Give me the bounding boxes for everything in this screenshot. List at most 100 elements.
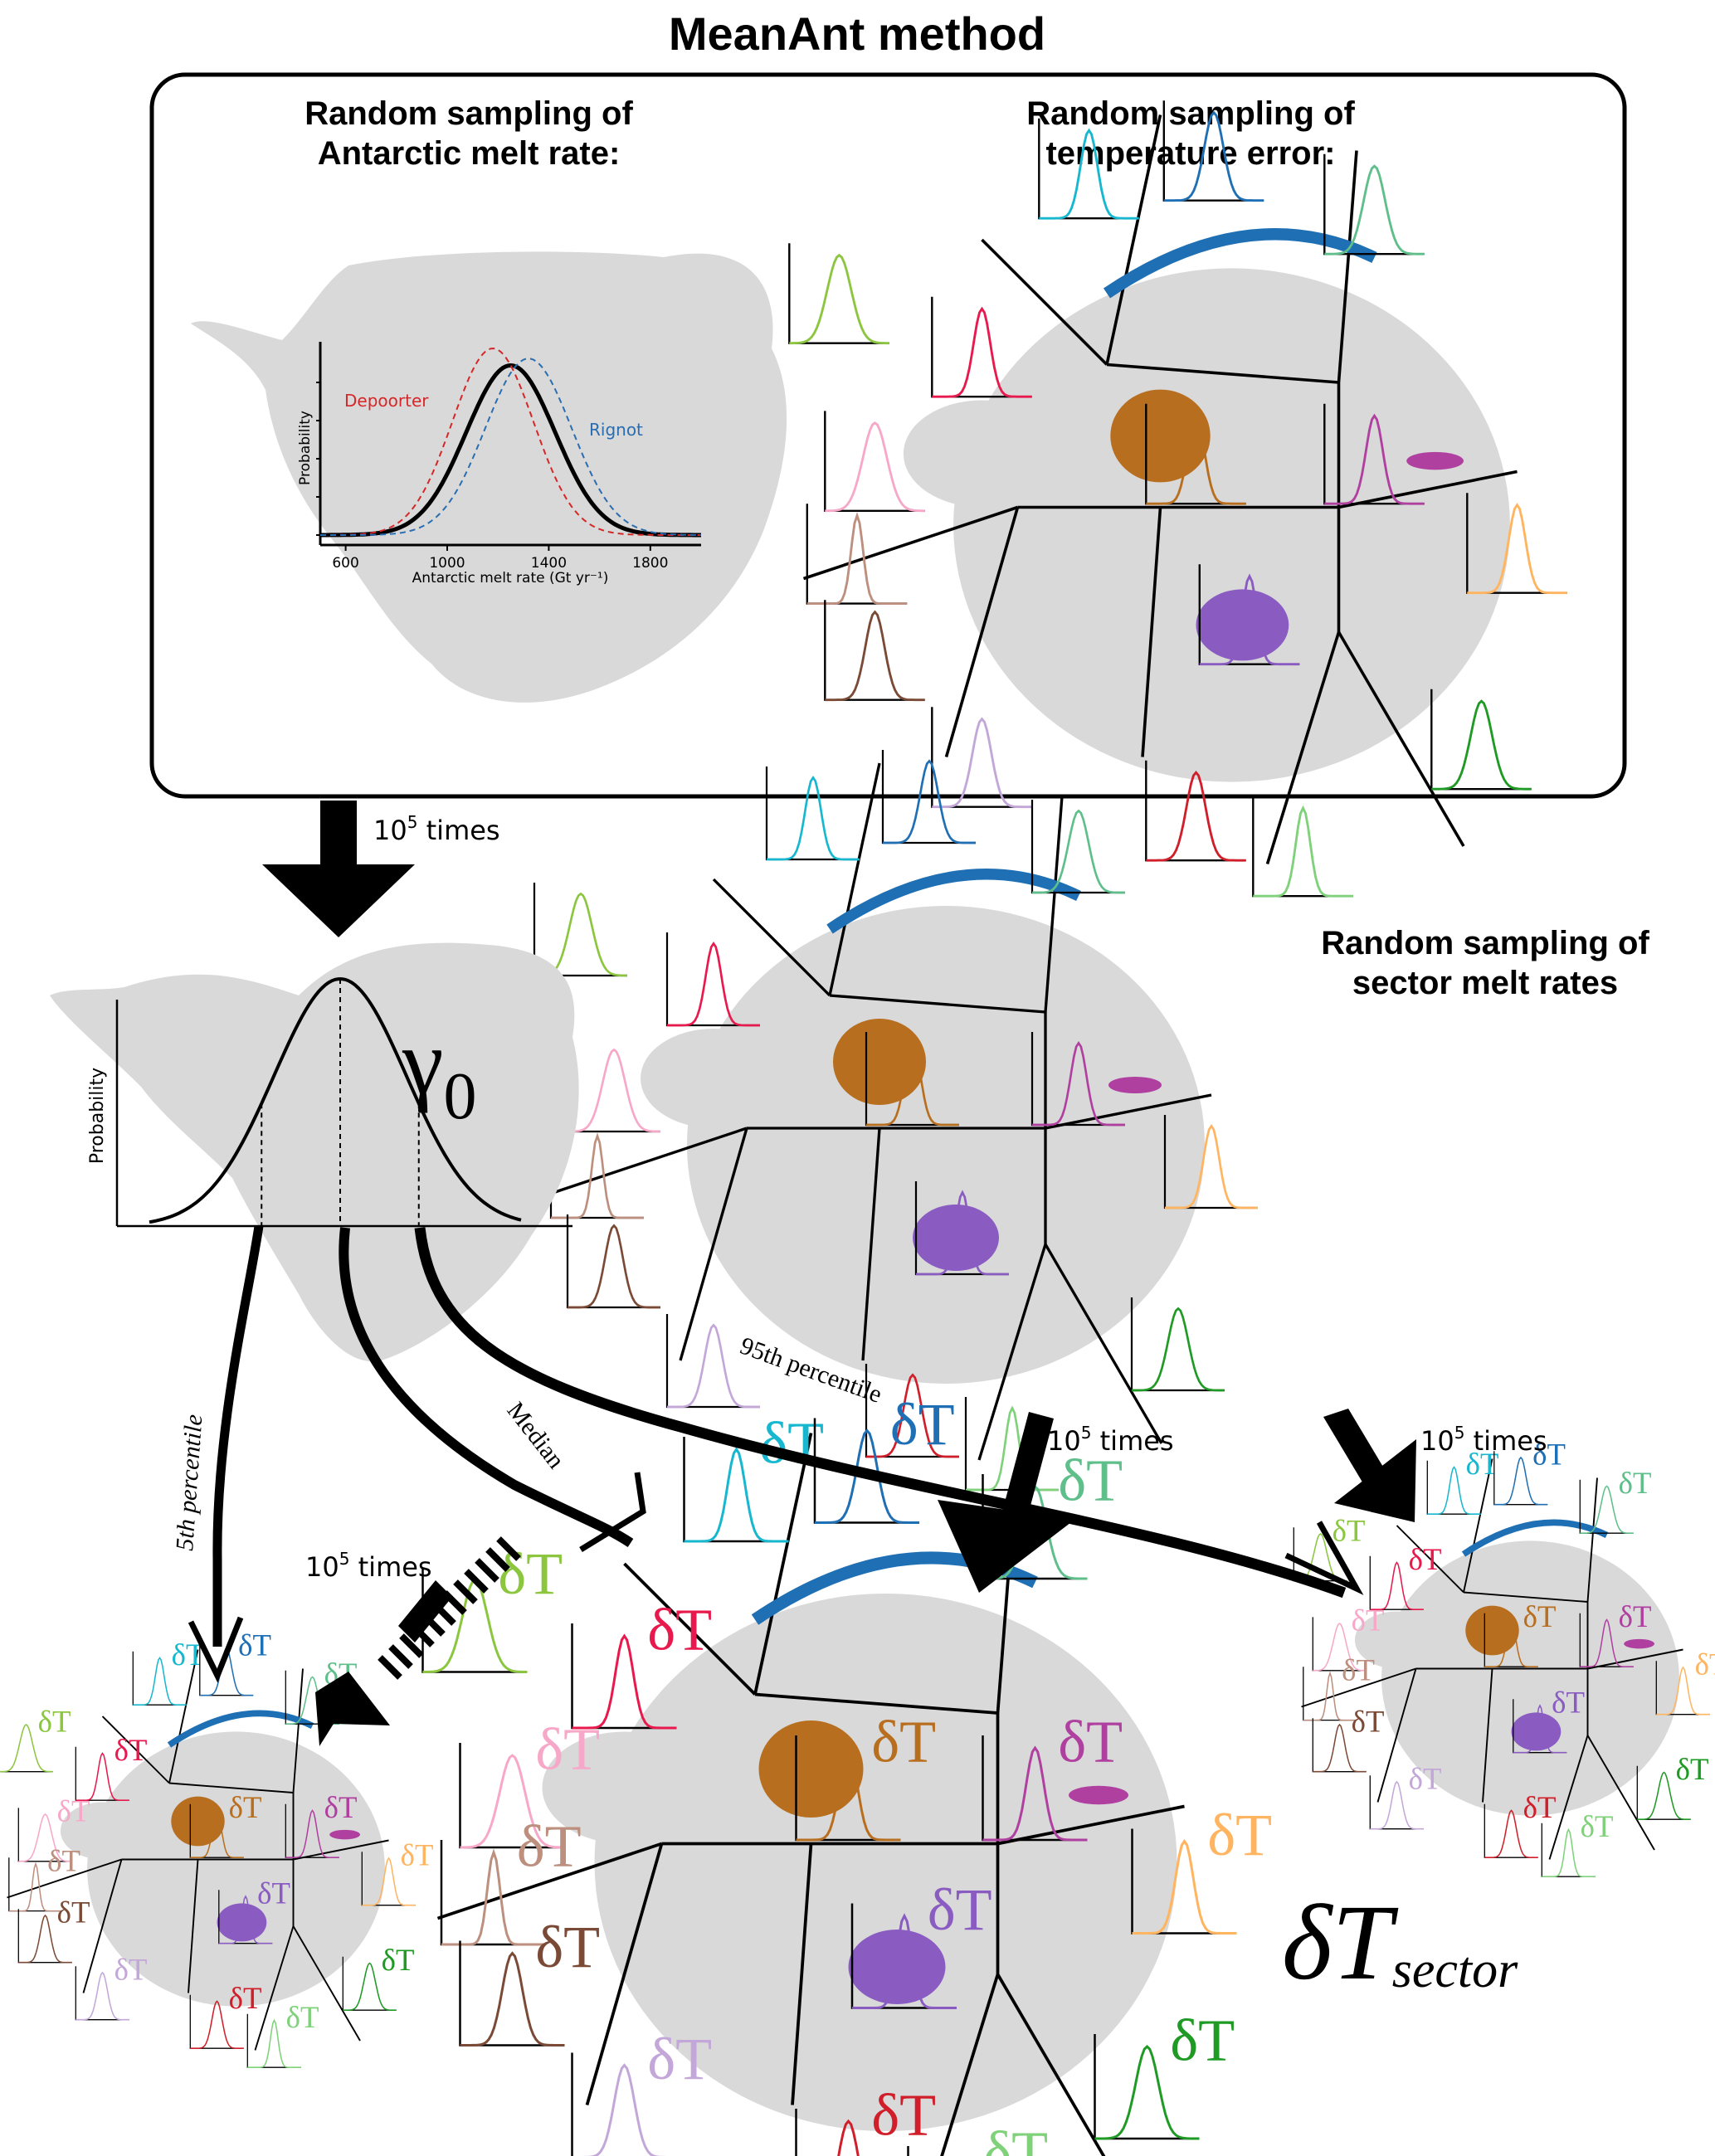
- inset-curve: [932, 306, 1032, 398]
- delta-t-label: δT: [1352, 1704, 1385, 1738]
- inset-curve: [866, 1040, 959, 1127]
- inset-curve: [1542, 1827, 1596, 1877]
- delta-t-label: δT: [286, 2000, 319, 2034]
- inset-curve: [1303, 1671, 1357, 1721]
- sector-boundary: [82, 1859, 123, 1993]
- melt-x-tick-label: 1400: [531, 555, 567, 572]
- inset-curve: [343, 1962, 397, 2011]
- delta-t-label: δT: [1207, 1802, 1272, 1868]
- dashed-arrow-stripe: [485, 1547, 510, 1572]
- inset-curve: [982, 1745, 1088, 1842]
- sector-distribution-tan: δT: [440, 1813, 582, 1946]
- sector-distribution-brown: δT: [17, 1895, 90, 1964]
- sector-map-melt-rates: [533, 750, 1258, 1492]
- delta-t-label: δT: [1695, 1647, 1715, 1681]
- sector-heading-line2: sector melt rates: [1352, 965, 1618, 1001]
- sector-boundary: [1463, 1458, 1493, 1593]
- sector-boundary: [1301, 1667, 1416, 1708]
- inset-curve: [18, 1914, 72, 1964]
- iteration-label-5th: 105 times: [305, 1549, 432, 1583]
- inset-curve: [572, 2063, 677, 2156]
- sector-distribution-sea-green: δT: [1579, 1466, 1651, 1534]
- sector-distribution-orange: [1163, 1115, 1258, 1209]
- right-heading-line2: temperature error:: [1045, 135, 1335, 172]
- label-median: Median: [501, 1397, 569, 1474]
- inset-axes: [1130, 1297, 1225, 1392]
- dashed-arrow-stripe: [442, 1590, 467, 1615]
- inset-curve: [883, 759, 976, 844]
- melt-chart-xlabel: Antarctic melt rate (Gt yr⁻¹): [412, 570, 609, 586]
- delta-t-label: δT: [871, 2082, 936, 2149]
- delta-t-label: δT: [928, 1876, 992, 1943]
- sector-distribution-lavender: δT: [75, 1952, 147, 2021]
- iteration-label-main: 105 times: [373, 812, 500, 846]
- inset-curve: [247, 2018, 301, 2068]
- sector-distribution-cyan: δT: [683, 1410, 824, 1543]
- sector-boundary: [828, 762, 881, 996]
- ice-shelf-east: [826, 869, 1081, 934]
- sector-boundary: [1044, 1243, 1163, 1444]
- delta-t-label: δT: [238, 1628, 271, 1662]
- inset-curve: [1324, 164, 1425, 256]
- sector-distribution-tan: [806, 504, 908, 606]
- rignot-label: Rignot: [589, 420, 643, 440]
- sector-distribution-red: [865, 1364, 959, 1458]
- ice-shelf-ross: [913, 1205, 999, 1271]
- delta-t-label: δT: [871, 1709, 936, 1775]
- antarctic-peninsula: [1354, 1611, 1440, 1669]
- gamma-symbol: γ0: [402, 1011, 477, 1133]
- inset-curve: [866, 1373, 959, 1458]
- page-title: MeanAnt method: [669, 7, 1045, 60]
- delta-t-label: δT: [517, 1813, 582, 1880]
- label-5th-percentile: 5th percentile: [171, 1414, 207, 1552]
- delta-t-label: δT: [1552, 1685, 1585, 1719]
- delta-t-label: δT: [1409, 1542, 1442, 1576]
- sector-boundary: [254, 1925, 295, 2051]
- delta-t-label: δT: [1581, 1809, 1614, 1843]
- sector-boundary: [1105, 114, 1162, 365]
- antarctic-peninsula: [903, 400, 1061, 508]
- ice-shelf-ronne-filchner: [1110, 389, 1211, 483]
- inset-curve: [1039, 128, 1139, 220]
- sector-boundary: [861, 1127, 881, 1361]
- inset-curve: [1427, 1466, 1481, 1515]
- sector-distribution-ochre: δT: [189, 1790, 262, 1858]
- delta-t-label: δT: [1058, 1448, 1123, 1514]
- sector-distribution-lavender: [931, 707, 1032, 809]
- inset-curve: [767, 775, 860, 861]
- ice-shelf-ronne-filchner: [171, 1796, 225, 1847]
- ice-shelf-east: [1461, 1519, 1609, 1557]
- sector-distribution-blue: δT: [1493, 1437, 1566, 1506]
- right-heading-line1: Random sampling of: [1026, 95, 1355, 132]
- delta-t-label: δT: [114, 1733, 148, 1767]
- sector-distribution-pink: δT: [17, 1794, 90, 1862]
- inset-curve: [133, 1657, 187, 1706]
- inset-curve: [1370, 1780, 1424, 1830]
- delta-t-label: δT: [229, 1790, 262, 1824]
- sector-boundary: [1338, 470, 1518, 509]
- ice-shelf-ross: [217, 1903, 267, 1942]
- sector-distribution-orange: δT: [1655, 1647, 1715, 1716]
- inset-curve: [1580, 1618, 1634, 1667]
- top-panel-frame: [149, 72, 1627, 799]
- sector-distribution-pale-green: δT: [1541, 1809, 1614, 1877]
- melt-chart-curves: [320, 347, 701, 538]
- arrow-to-5th-map: [315, 1536, 521, 1746]
- delta-t-label: δT: [1532, 1437, 1566, 1471]
- inset-curve: [1580, 1485, 1634, 1534]
- inset-curve: [916, 1190, 1009, 1276]
- sector-distribution-sea-green: [1030, 800, 1125, 894]
- delta-t-label: δT: [229, 1981, 262, 2015]
- delta-t-label: δT: [1342, 1652, 1375, 1686]
- sector-distribution-red: δT: [189, 1981, 262, 2049]
- sector-boundary: [1548, 1735, 1589, 1860]
- sector-boundary: [1044, 796, 1064, 1013]
- dashed-arrow-stripe: [378, 1655, 402, 1680]
- melt-chart-y-ticks: [316, 382, 320, 536]
- inset-curve: [1094, 2045, 1200, 2140]
- sector-boundary: [1141, 507, 1162, 757]
- sector-distribution-ochre: δT: [1484, 1599, 1556, 1667]
- melt-x-tick-label: 600: [332, 555, 358, 572]
- inset-curve: [362, 1857, 416, 1906]
